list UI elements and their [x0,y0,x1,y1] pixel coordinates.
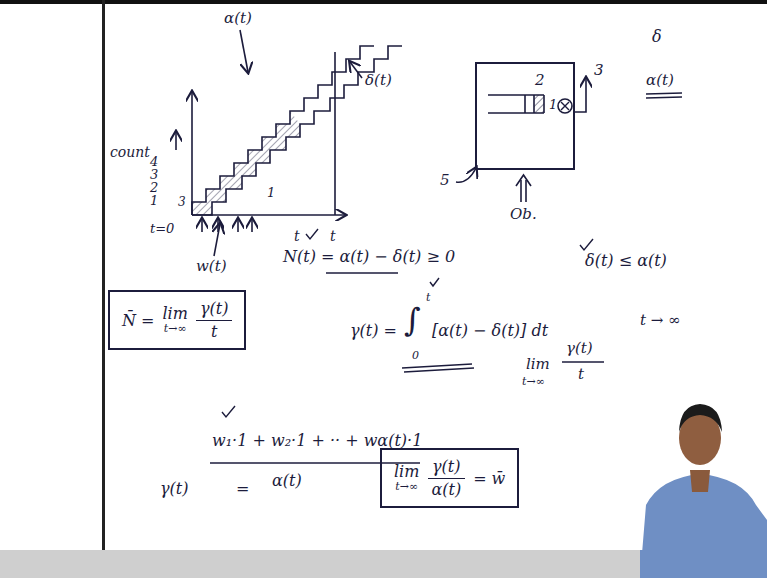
equation: γ(t) [160,480,188,498]
limit-subscript: t→∞ [395,481,418,493]
staircase-curves [192,46,402,215]
frame-top [0,0,767,4]
denominator: α(t) [272,472,302,490]
equation: w₁·1 + w₂·1 + ·· + wα(t)·1 [212,432,422,450]
equation: = [236,480,249,498]
limit-word: lim [394,463,419,481]
integral-limit: 0 [412,350,419,363]
axis-label: count [110,144,150,160]
departure-curve [192,46,402,215]
queue-number: 2 [535,72,545,89]
fraction: γ(t)t [196,300,232,340]
arrival-curve [192,46,374,215]
underlines [210,93,682,463]
curve-label: α(t) [224,10,252,27]
limit-group: limt→∞ [163,305,188,335]
equation-text: N̄ = [122,311,155,330]
equation: δ(t) ≤ α(t) [585,252,667,270]
equation: N(t) = α(t) − δ(t) ≥ 0 [283,248,455,266]
numerator: γ(t) [566,340,593,357]
curve-label: δ(t) [365,72,392,89]
graph-axes [176,30,362,256]
limit-group: limt→∞ [394,463,419,493]
limit-word: lim [526,356,550,373]
server-cross [561,102,569,110]
denominator: t [207,321,221,341]
queue-slot [534,95,544,113]
denominator: α(t) [427,479,465,499]
axis-label: t=0 [150,222,174,237]
equation: γ(t) = [350,322,397,340]
equation: [α(t) − δ(t)] dt [432,322,548,340]
integral-limit: t [426,292,430,305]
equation-text: = w̄ [473,469,505,488]
count-number: 5 [440,172,450,189]
count-number: 3 [594,62,604,79]
queue-buffer [488,95,544,113]
frame-left [102,0,105,552]
queue-number: 1 [549,98,557,112]
axis-label: t [294,228,300,244]
fraction: γ(t)α(t) [427,458,465,498]
numerator: γ(t) [428,458,464,479]
note: δ [652,28,662,46]
area-number: 3 [178,196,186,210]
note: t → ∞ [640,312,681,329]
observer-label: Ob. [510,206,537,223]
note: α(t) [646,72,674,89]
limit-subscript: t→∞ [522,376,545,389]
integral-sign: ∫ [404,304,421,336]
boxed-equation: N̄ = limt→∞ γ(t)t [108,290,246,350]
area-number: 1 [266,186,276,201]
presenter-photo [640,404,767,578]
denominator: t [578,366,584,383]
numerator: γ(t) [196,300,232,321]
server-circle [558,99,572,113]
axis-label: t [330,228,336,244]
boxed-equation: limt→∞ γ(t)α(t) = w̄ [380,448,519,508]
queue-system-box: 21 [475,62,575,170]
tick-number: 1 [150,194,158,209]
limit-subscript: t→∞ [164,323,187,335]
curve-label: w(t) [196,258,227,275]
bottom-band [0,550,767,578]
queue-server-symbol [477,64,573,168]
limit-word: lim [163,305,188,323]
